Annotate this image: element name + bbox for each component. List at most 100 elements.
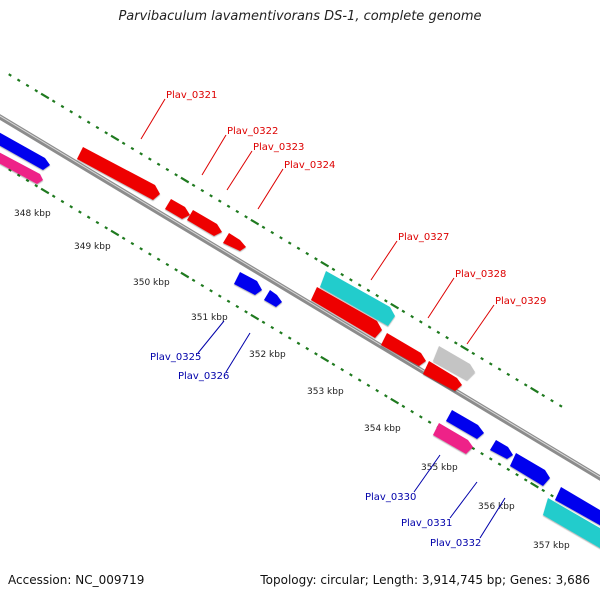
gene-plav-0329[interactable]: [433, 346, 475, 380]
reverse-gene-label[interactable]: Plav_0330: [365, 492, 416, 503]
outer-tick: [8, 73, 12, 77]
forward-gene-label[interactable]: Plav_0321: [166, 90, 217, 101]
outer-tick: [418, 320, 423, 324]
inner-tick: [349, 373, 353, 377]
inner-tick: [16, 173, 21, 177]
gene-plav-0330-pink[interactable]: [433, 423, 473, 454]
inner-tick: [488, 457, 493, 461]
topology-summary: Topology: circular; Length: 3,914,745 bp…: [260, 573, 590, 587]
outer-tick: [384, 299, 388, 303]
inner-tick: [480, 451, 484, 456]
leader-line: [257, 168, 284, 210]
inner-tick: [244, 310, 248, 314]
forward-gene-label[interactable]: Plav_0322: [227, 126, 278, 137]
leader-line: [140, 98, 166, 140]
scale-label: 357 kbp: [533, 541, 570, 551]
outer-tick: [558, 404, 563, 408]
gene-plav-0331[interactable]: [490, 440, 513, 459]
map-title: Parvibaculum lavamentivorans DS-1, compl…: [118, 9, 482, 24]
inner-tick: [296, 341, 301, 346]
outer-tick: [296, 246, 301, 251]
gene-plav-0321[interactable]: [77, 147, 160, 200]
scale-label: 351 kbp: [191, 313, 228, 323]
inner-tick: [530, 481, 539, 489]
inner-tick: [139, 247, 143, 251]
gene-plav-0328[interactable]: [423, 361, 462, 391]
outer-tick: [375, 293, 379, 298]
inner-tick: [25, 178, 30, 183]
gene-plav-0327-cyan[interactable]: [320, 271, 395, 326]
backbone-line: [0, 114, 600, 481]
scale-label: 354 kbp: [364, 424, 401, 434]
reverse-gene-fragment[interactable]: [0, 130, 50, 170]
gene-plav-0332-cyan[interactable]: [543, 498, 600, 551]
outer-tick: [60, 104, 65, 109]
scale-label: 355 kbp: [421, 463, 458, 473]
forward-gene-label[interactable]: Plav_0329: [495, 296, 546, 307]
gene-plav-0330[interactable]: [446, 410, 484, 439]
inner-tick: [250, 313, 260, 321]
inner-tick: [180, 271, 190, 279]
reverse-gene-label[interactable]: Plav_0326: [178, 371, 229, 382]
inner-tick: [497, 462, 502, 466]
inner-tick: [366, 383, 371, 388]
outer-tick: [226, 204, 231, 209]
outer-tick: [523, 383, 528, 387]
gene-plav-0323[interactable]: [187, 210, 222, 236]
inner-tick: [390, 397, 400, 405]
forward-gene-label[interactable]: Plav_0323: [253, 142, 304, 153]
outer-tick: [270, 230, 275, 235]
inner-tick: [51, 194, 56, 198]
gene-plav-0322[interactable]: [165, 199, 190, 219]
outer-tick: [51, 99, 56, 103]
leader-line: [466, 304, 495, 345]
inner-tick: [130, 241, 135, 246]
gene-plav-0327-a[interactable]: [311, 287, 382, 338]
outer-tick: [305, 251, 310, 256]
inner-tick: [331, 362, 336, 367]
outer-tick: [104, 131, 109, 135]
inner-tick: [523, 478, 528, 482]
inner-tick: [148, 252, 152, 256]
inner-tick: [69, 205, 74, 209]
outer-tick: [200, 188, 205, 193]
inner-tick: [174, 268, 178, 272]
reverse-gene-label[interactable]: Plav_0325: [150, 352, 201, 363]
scale-label: 353 kbp: [307, 387, 344, 397]
forward-gene-label[interactable]: Plav_0324: [284, 160, 335, 171]
outer-tick: [497, 367, 502, 371]
outer-tick: [78, 115, 82, 119]
gene-plav-0326[interactable]: [264, 290, 282, 307]
outer-tick: [530, 386, 539, 394]
outer-tick: [40, 92, 50, 100]
outer-tick: [235, 209, 240, 214]
inner-tick: [515, 472, 519, 477]
reverse-gene-label[interactable]: Plav_0332: [430, 538, 481, 549]
inner-tick: [191, 278, 196, 283]
reverse-gene-label[interactable]: Plav_0331: [401, 518, 452, 529]
inner-tick: [156, 257, 161, 262]
inner-tick: [357, 378, 362, 382]
backbone-highlight: [0, 115, 600, 478]
gene-plav-0327-b[interactable]: [381, 333, 426, 366]
inner-tick: [34, 184, 39, 188]
gene-plav-0331-b[interactable]: [510, 453, 550, 486]
inner-tick: [8, 168, 12, 172]
outer-tick: [209, 194, 213, 198]
outer-tick: [156, 162, 161, 167]
outer-tick: [460, 344, 469, 352]
inner-tick: [340, 367, 345, 372]
gene-plav-0324[interactable]: [223, 233, 246, 251]
gene-plav-0325[interactable]: [234, 272, 262, 295]
forward-gene-label[interactable]: Plav_0328: [455, 269, 506, 280]
pink-gene-fragment[interactable]: [0, 150, 43, 184]
inner-tick: [217, 294, 222, 298]
outer-tick: [471, 351, 476, 356]
inner-tick: [235, 304, 240, 309]
gene-plav-0332-blue[interactable]: [555, 487, 600, 528]
inner-tick: [40, 187, 50, 195]
outer-tick: [16, 78, 21, 82]
inner-tick: [226, 299, 231, 304]
forward-gene-label[interactable]: Plav_0327: [398, 232, 449, 243]
outer-tick: [180, 176, 190, 184]
